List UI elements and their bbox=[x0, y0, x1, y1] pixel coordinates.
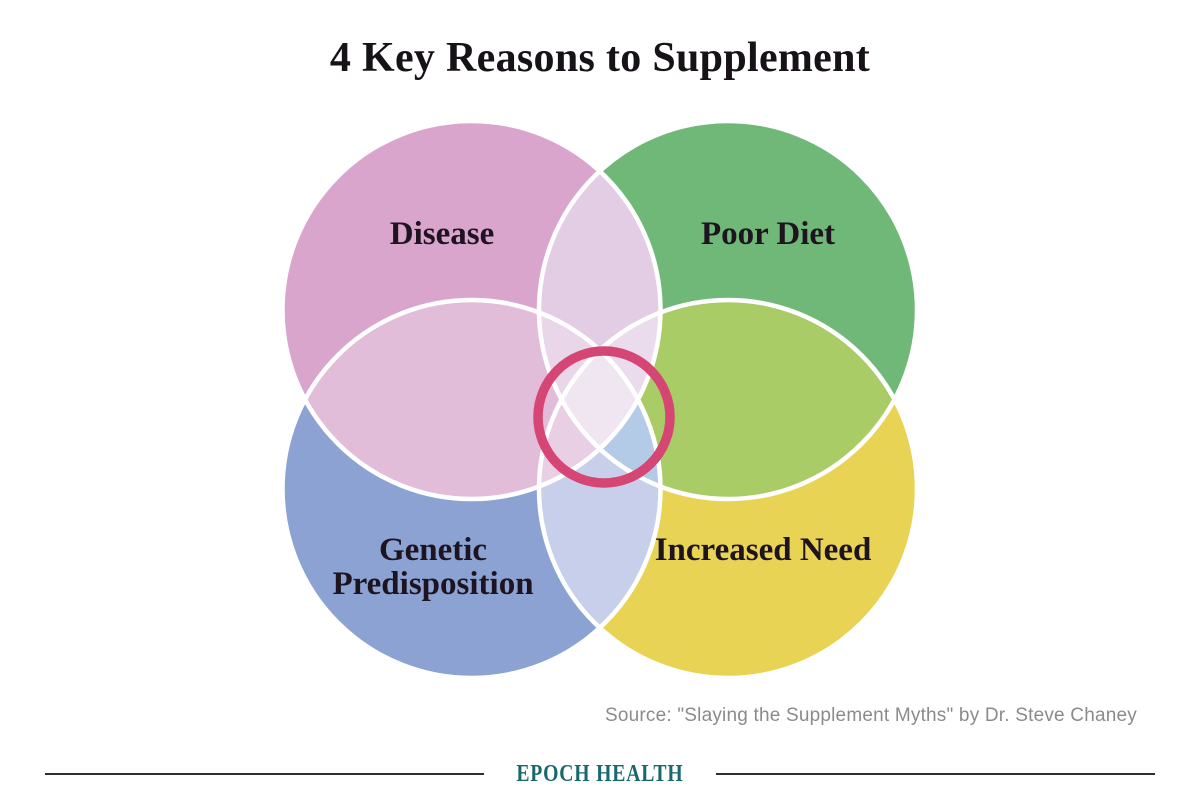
label-poor-diet: Poor Diet bbox=[700, 216, 836, 252]
footer-rule-right bbox=[715, 773, 1156, 775]
footer-rule-left bbox=[45, 773, 485, 775]
label-disease: Disease bbox=[389, 216, 495, 252]
page-title: 4 Key Reasons to Supplement bbox=[329, 35, 871, 81]
label-genetic-predisposition: Genetic Predisposition bbox=[332, 532, 534, 602]
source-credit: Source: "Slaying the Supplement Myths" b… bbox=[604, 705, 1137, 726]
brand-footer: EPOCH HEALTH bbox=[45, 761, 1156, 787]
circle-outlines bbox=[280, 118, 920, 681]
brand-logo-text: EPOCH HEALTH bbox=[516, 761, 684, 787]
label-increased-need: Increased Need bbox=[654, 532, 872, 568]
highlight-ring bbox=[533, 346, 675, 488]
